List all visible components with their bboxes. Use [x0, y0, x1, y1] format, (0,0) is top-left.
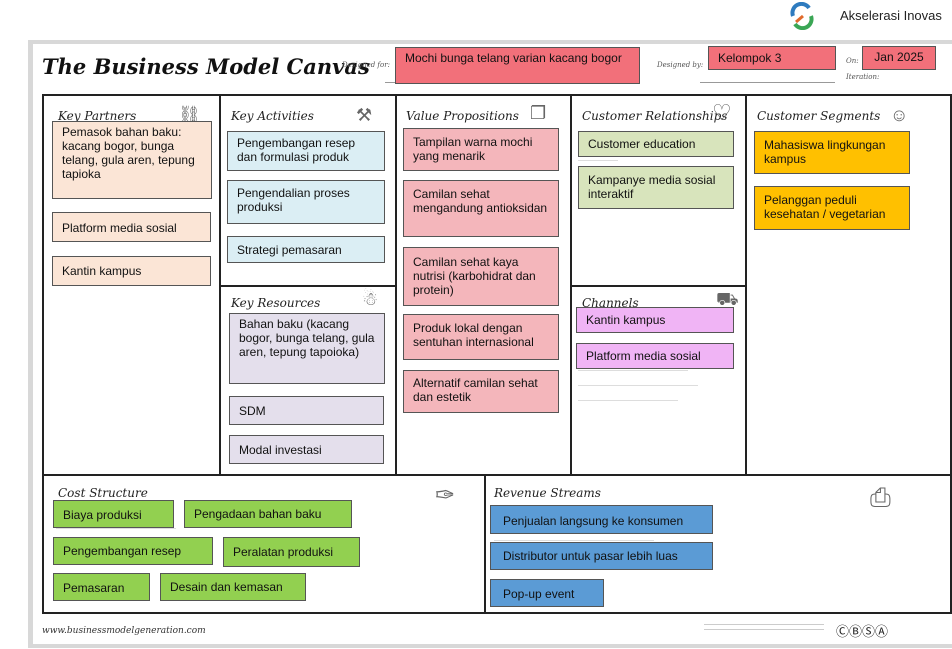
- sticky-note[interactable]: Pemasaran: [53, 573, 150, 601]
- chain-link-icon: ⛓: [178, 105, 201, 125]
- date-note[interactable]: Jan 2025: [862, 46, 936, 70]
- cost-structure-title: Cost Structure: [58, 486, 148, 500]
- sticky-note[interactable]: Pemasok bahan baku: kacang bogor, bunga …: [52, 121, 212, 199]
- key-activities-title: Key Activities: [231, 109, 314, 123]
- price-tag-icon: ✑: [435, 482, 456, 509]
- sticky-note[interactable]: Pengendalian proses produksi: [227, 180, 385, 224]
- value-propositions-title: Value Propositions: [406, 109, 519, 123]
- sticky-note[interactable]: Pengadaan bahan baku: [184, 500, 352, 528]
- sticky-note[interactable]: Desain dan kemasan: [160, 573, 306, 601]
- truck-icon: ⛟: [716, 289, 739, 309]
- sticky-note[interactable]: Pelanggan peduli kesehatan / vegetarian: [754, 186, 910, 230]
- sticky-note[interactable]: Camilan sehat kaya nutrisi (karbohidrat …: [403, 247, 559, 306]
- sticky-note[interactable]: Camilan sehat mengandung antioksidan: [403, 180, 559, 237]
- sticky-note[interactable]: Mahasiswa lingkungan kampus: [754, 131, 910, 174]
- sticky-note[interactable]: SDM: [229, 396, 384, 425]
- person-icon: ☺: [890, 105, 909, 125]
- key-partners-title: Key Partners: [58, 109, 137, 123]
- designed-by-line: [700, 82, 835, 83]
- designed-by-label: Designed by:: [657, 61, 704, 69]
- sticky-note[interactable]: Kantin kampus: [576, 307, 734, 333]
- designed-for-note[interactable]: Mochi bunga telang varian kacang bogor: [395, 47, 640, 84]
- revenue-streams-title: Revenue Streams: [494, 486, 601, 500]
- gift-icon: ❐: [530, 103, 547, 123]
- worker-resources-icon: ☃: [362, 289, 379, 309]
- heart-icon: ♡: [712, 100, 732, 125]
- canvas-title: The Business Model Canvas: [42, 54, 370, 79]
- sticky-note[interactable]: Strategi pemasaran: [227, 236, 385, 263]
- sticky-note[interactable]: Peralatan produksi: [223, 537, 360, 567]
- sticky-note[interactable]: Bahan baku (kacang bogor, bunga telang, …: [229, 313, 385, 384]
- designed-by-note[interactable]: Kelompok 3: [708, 46, 836, 70]
- canvas-grid: [42, 94, 952, 614]
- sticky-note[interactable]: Platform media sosial: [52, 212, 211, 242]
- sticky-note[interactable]: Kantin kampus: [52, 256, 211, 286]
- footer-url[interactable]: www.businessmodelgeneration.com: [42, 626, 206, 636]
- iteration-label: Iteration:: [846, 73, 880, 81]
- cash-register-icon: ⎙: [870, 482, 891, 512]
- sticky-note[interactable]: Produk lokal dengan sentuhan internasion…: [403, 314, 559, 360]
- on-label: On:: [846, 57, 859, 65]
- sticky-note[interactable]: Tampilan warna mochi yang menarik: [403, 128, 559, 171]
- sticky-note[interactable]: Kampanye media sosial interaktif: [578, 166, 734, 209]
- channels-title: Channels: [582, 296, 639, 310]
- sticky-note[interactable]: Pengembangan resep: [53, 537, 213, 565]
- cc-by-sa-icons: ⒸⒷⓈⒶ: [836, 624, 889, 639]
- sticky-note[interactable]: Modal investasi: [229, 435, 384, 464]
- sticky-note[interactable]: Pop-up event: [490, 579, 604, 607]
- sticky-note[interactable]: Pengembangan resep dan formulasi produk: [227, 131, 385, 171]
- sticky-note[interactable]: Alternatif camilan sehat dan estetik: [403, 370, 559, 413]
- brand-name: Akselerasi Inovas: [840, 8, 942, 23]
- swirl-logo-icon: [790, 2, 814, 30]
- designed-for-label: Designed for:: [342, 61, 390, 69]
- sticky-note[interactable]: Penjualan langsung ke konsumen: [490, 505, 713, 534]
- customer-relationships-title: Customer Relationships: [582, 109, 728, 123]
- sticky-note[interactable]: Platform media sosial: [576, 343, 734, 369]
- customer-segments-title: Customer Segments: [757, 109, 881, 123]
- worker-icon: ⚒: [356, 105, 373, 125]
- sticky-note[interactable]: Biaya produksi: [53, 500, 174, 528]
- sticky-note[interactable]: Distributor untuk pasar lebih luas: [490, 542, 713, 570]
- sticky-note[interactable]: Customer education: [578, 131, 734, 157]
- key-resources-title: Key Resources: [231, 296, 321, 310]
